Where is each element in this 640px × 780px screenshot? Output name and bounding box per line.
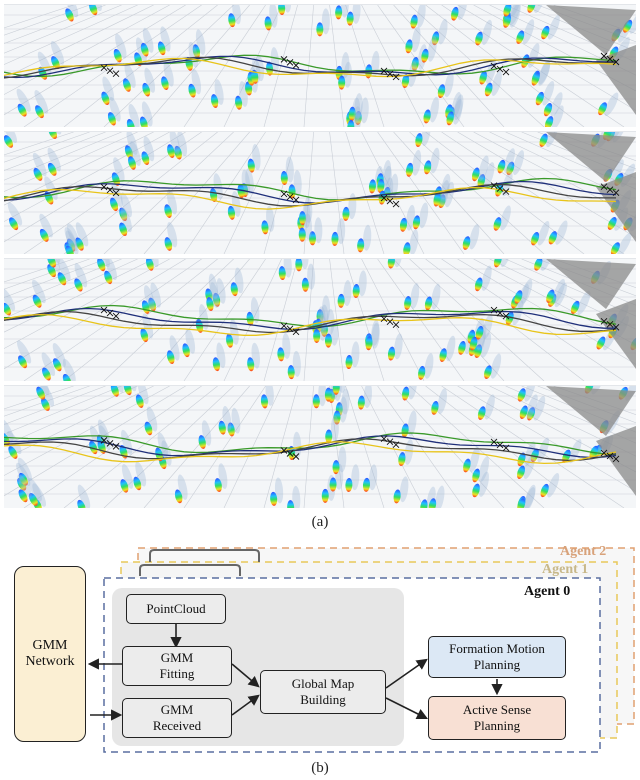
obstacle-field	[4, 386, 636, 508]
global-map-building-label: Global Map Building	[291, 676, 355, 707]
sensor-frustum-icon	[546, 386, 636, 496]
obstacle-field	[4, 259, 636, 381]
trajectory-panel-4	[4, 385, 636, 508]
gmm-fitting-box: GMM Fitting	[122, 646, 232, 686]
active-sense-planning-label: Active Sense Planning	[462, 702, 532, 733]
diagram-b: Agent 2 Agent 1 Agent 0 GMM Network Poin…	[0, 538, 640, 758]
drone-quadrotor-icon	[100, 435, 620, 463]
trajectory-lines	[4, 177, 617, 210]
formation-motion-planning-label: Formation Motion Planning	[449, 641, 545, 672]
gmm-network-label: GMM Network	[25, 638, 75, 669]
formation-motion-planning-box: Formation Motion Planning	[428, 636, 566, 678]
caption-a: (a)	[311, 514, 329, 530]
gmm-network-box: GMM Network	[14, 566, 86, 742]
active-sense-planning-box: Active Sense Planning	[428, 696, 566, 740]
trajectory-panel-2	[4, 131, 636, 254]
gmm-received-label: GMM Received	[152, 702, 202, 733]
trajectory-lines	[4, 304, 617, 336]
agent-2-label: Agent 2	[560, 544, 607, 559]
trajectory-panel-1	[4, 4, 636, 127]
drone-quadrotor-icon	[100, 182, 620, 208]
gmm-fitting-label: GMM Fitting	[159, 650, 195, 681]
pointcloud-label: PointCloud	[146, 601, 206, 616]
caption-b: (b)	[311, 760, 329, 776]
pointcloud-box: PointCloud	[126, 594, 226, 624]
agent-1-label: Agent 1	[542, 562, 589, 577]
floor-grid	[4, 259, 636, 381]
gmm-received-box: GMM Received	[122, 698, 232, 738]
sensor-frustum-icon	[546, 259, 636, 369]
agent-0-label: Agent 0	[524, 584, 571, 599]
drone-quadrotor-icon	[100, 52, 620, 81]
global-map-building-box: Global Map Building	[260, 670, 386, 714]
trajectory-panel-3	[4, 258, 636, 381]
drone-quadrotor-icon	[100, 306, 620, 336]
sensor-frustum-icon	[546, 132, 636, 242]
